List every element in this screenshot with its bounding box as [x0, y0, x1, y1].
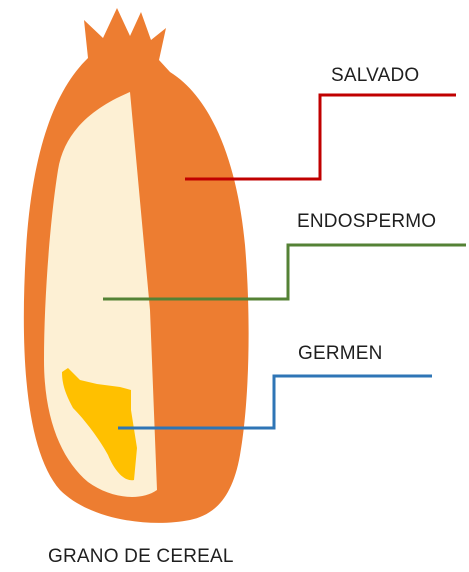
- germ-label: GERMEN: [298, 344, 383, 363]
- bran-label: SALVADO: [331, 66, 419, 85]
- diagram-title: GRANO DE CEREAL: [48, 547, 234, 566]
- endosperm-label: ENDOSPERMO: [297, 212, 436, 231]
